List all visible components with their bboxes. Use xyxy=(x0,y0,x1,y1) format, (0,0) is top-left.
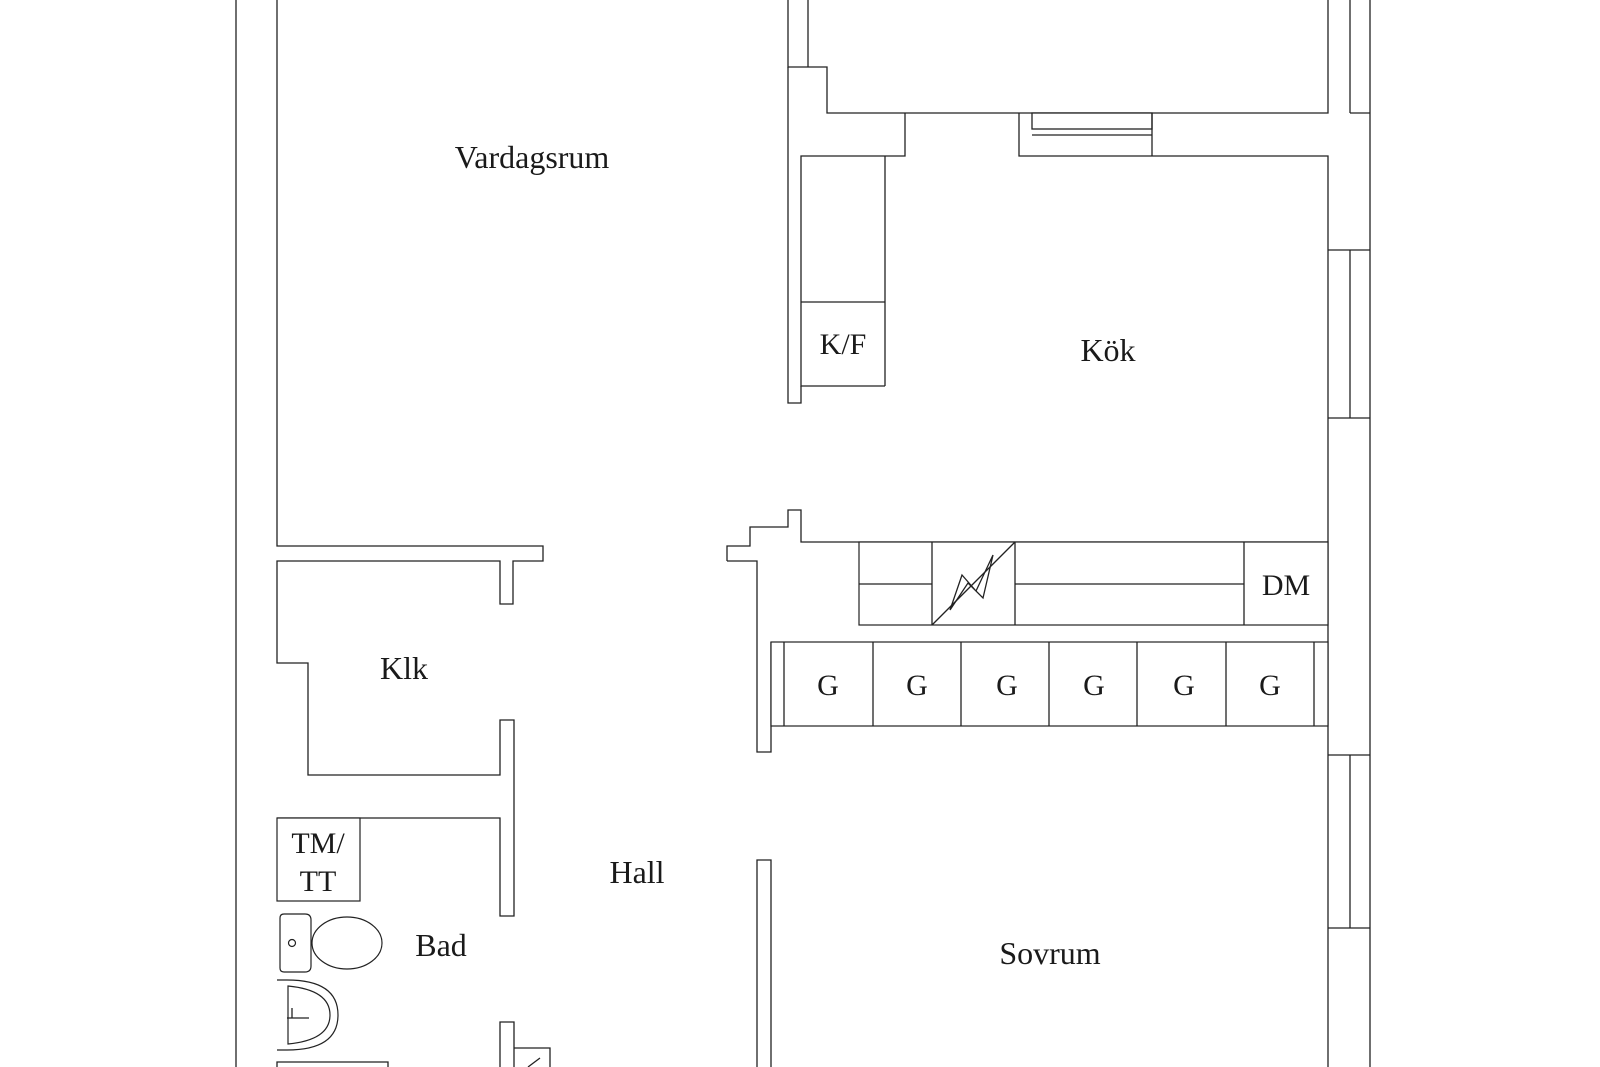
bedroom-walls xyxy=(756,754,1370,1067)
fridge-freezer-unit xyxy=(801,156,886,386)
room-label-living: Vardagsrum xyxy=(455,139,610,175)
room-label-bath: Bad xyxy=(415,927,467,963)
fridge-freezer-label: K/F xyxy=(820,328,867,361)
living-room-walls xyxy=(276,0,544,917)
room-label-closet: Klk xyxy=(380,650,428,686)
wardrobe-row xyxy=(770,641,1329,727)
balcony-walls xyxy=(787,0,1370,114)
exterior-walls xyxy=(235,0,1371,1067)
wardrobe-label: G xyxy=(1259,669,1281,702)
dishwasher-label: DM xyxy=(1262,569,1310,602)
kitchen-counter xyxy=(858,541,1329,626)
washer-dryer-label-2: TT xyxy=(300,865,337,898)
toilet-icon xyxy=(279,913,383,973)
sink-icon xyxy=(277,979,339,1051)
wardrobe-label: G xyxy=(906,669,928,702)
wardrobe-label: G xyxy=(1173,669,1195,702)
room-label-kitchen: Kök xyxy=(1080,332,1135,368)
room-label-hall: Hall xyxy=(609,854,664,890)
washer-dryer-label-1: TM/ xyxy=(291,827,345,860)
room-label-bedroom: Sovrum xyxy=(999,935,1100,971)
electric-stove-icon xyxy=(931,541,1016,626)
wardrobe-label: G xyxy=(996,669,1018,702)
wardrobe-label: G xyxy=(817,669,839,702)
bathroom-walls xyxy=(276,817,551,1067)
wardrobe-label: G xyxy=(1083,669,1105,702)
